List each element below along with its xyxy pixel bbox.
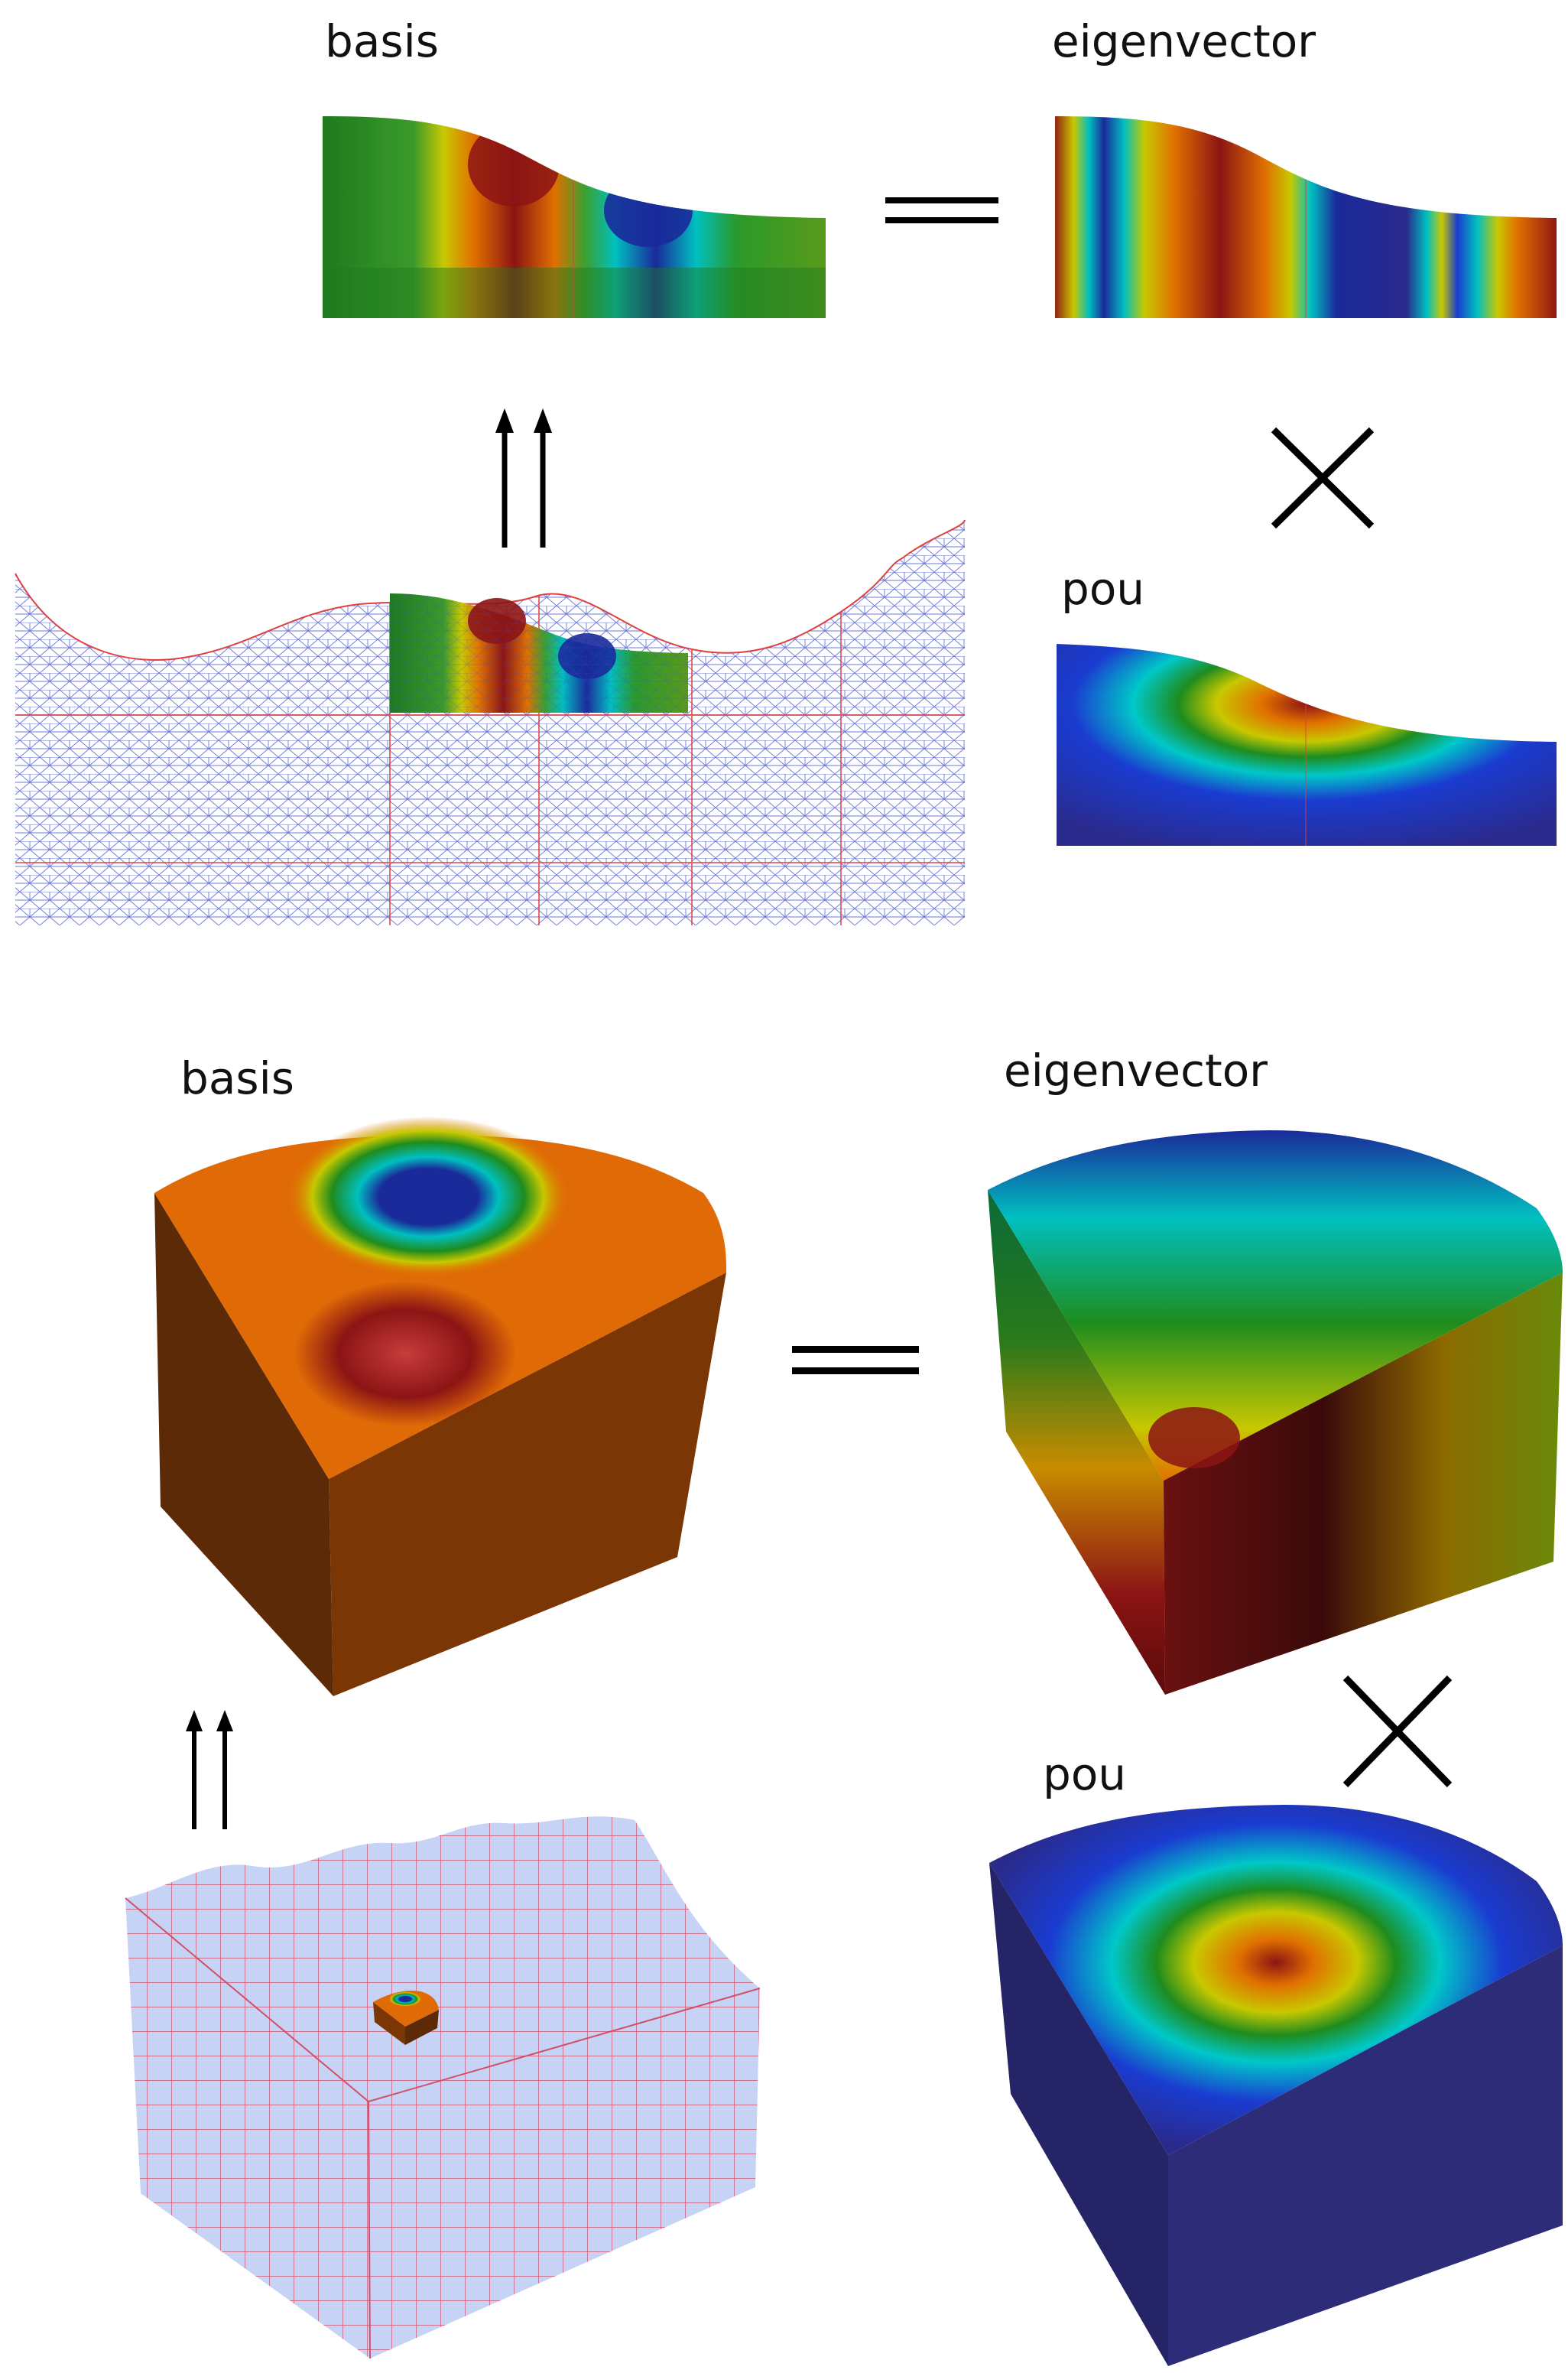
equals-sign-top [885,197,998,223]
label-bottom-basis: basis [180,1052,294,1104]
double-arrow-up-top [495,408,552,548]
equals-sign-bottom [792,1346,919,1374]
label-bottom-pou: pou [1043,1748,1126,1800]
hexahedral-mesh-domain [125,1816,761,2359]
times-sign-top [1271,427,1375,529]
pou-3d-cube [989,1805,1563,2366]
embedded-basis-block-3d [373,1990,439,2045]
eigenvector-3d-cube [988,1130,1563,1695]
eigenvector-2d-field [1055,116,1557,318]
label-top-basis: basis [325,15,439,67]
basis-3d-cube [154,1117,726,1696]
triangular-mesh-domain [15,519,966,925]
pou-2d-field [1057,644,1557,846]
label-top-eigenvector: eigenvector [1052,15,1316,67]
times-sign-bottom [1342,1675,1453,1788]
double-arrow-up-bottom [186,1710,233,1829]
basis-2d-field [323,116,826,318]
embedded-basis-patch-2d [390,593,688,713]
label-bottom-eigenvector: eigenvector [1004,1045,1268,1097]
label-top-pou: pou [1061,563,1144,615]
